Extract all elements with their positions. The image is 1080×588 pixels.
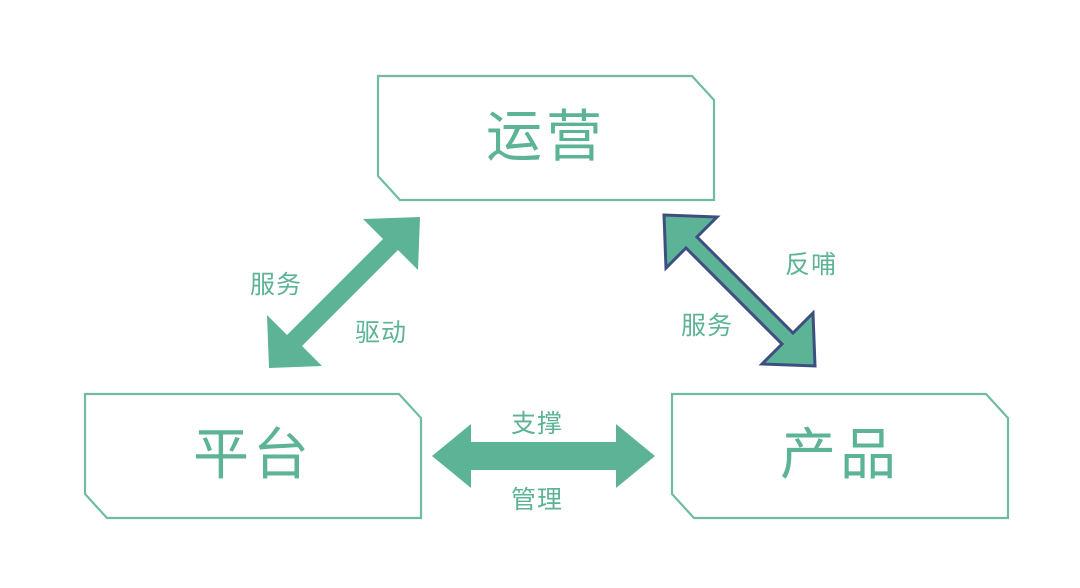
node-platform[interactable]: 平台 <box>85 394 421 518</box>
arrow-platform-operations[interactable] <box>267 217 420 368</box>
arrow-operations-product[interactable] <box>662 213 817 368</box>
node-box-product-outline[interactable] <box>670 392 1010 520</box>
node-operations-label: 运营 <box>486 105 606 170</box>
node-operations[interactable]: 运营 <box>378 76 714 200</box>
node-box-operations-outline[interactable] <box>376 74 716 202</box>
edge-label-operations-product-service: 服务 <box>681 311 734 340</box>
arrow-platform-product[interactable] <box>432 424 655 488</box>
node-product-label: 产品 <box>780 423 900 488</box>
node-box-platform-outline[interactable] <box>83 392 423 520</box>
edge-label-platform-product-support: 支撑 <box>511 409 564 438</box>
edge-label-operations-product-feedback: 反哺 <box>785 250 838 279</box>
node-product[interactable]: 产品 <box>672 394 1008 518</box>
edge-label-platform-product-manage: 管理 <box>511 485 564 514</box>
node-platform-label: 平台 <box>193 423 313 488</box>
edge-label-platform-operations-drive: 驱动 <box>355 318 408 347</box>
edge-label-platform-operations-service: 服务 <box>250 270 303 299</box>
